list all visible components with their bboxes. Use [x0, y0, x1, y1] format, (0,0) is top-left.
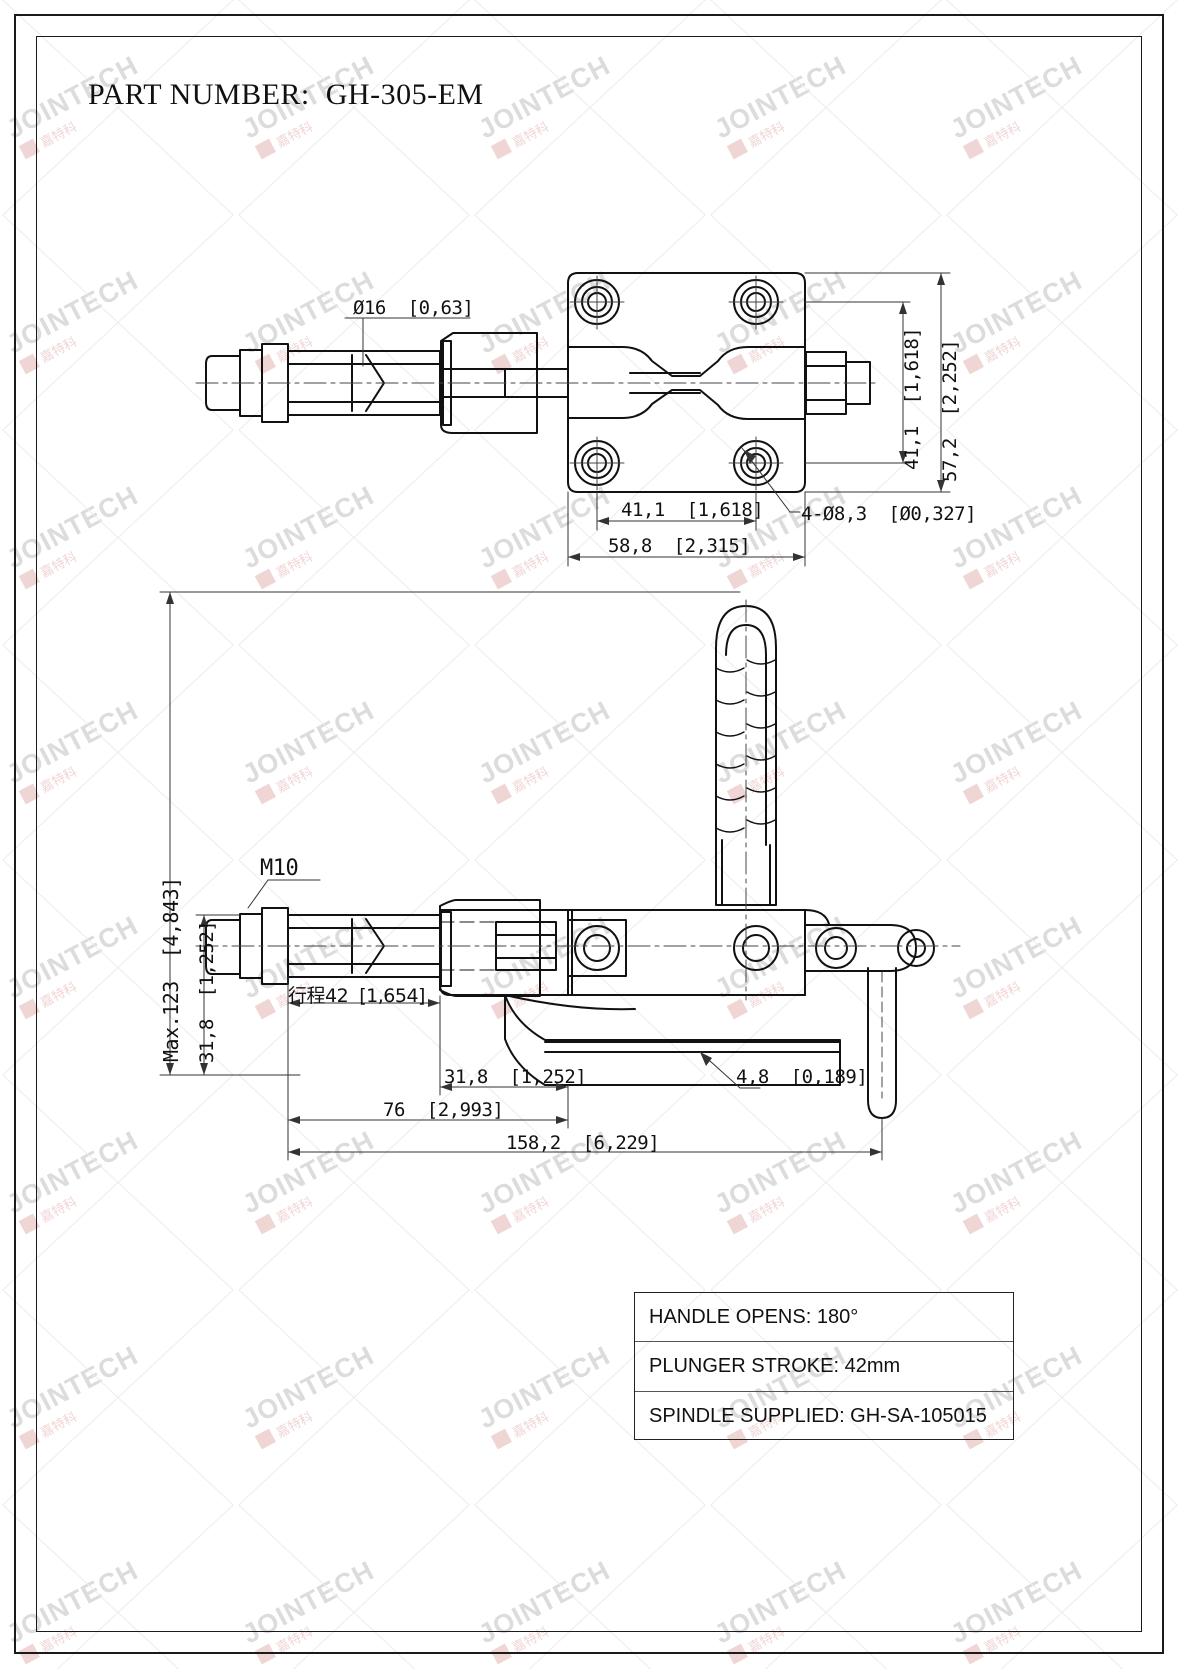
front-view-body — [439, 909, 841, 1086]
dim-base-height: 57,2 [2,252] — [939, 339, 961, 482]
front-view-dimension-arrows — [166, 592, 882, 1156]
note-plunger-stroke: PLUNGER STROKE: 42mm — [635, 1342, 1013, 1392]
top-view-right-arm — [804, 346, 871, 420]
dim-plunger-height: 31,8 [1,252] — [196, 920, 218, 1063]
front-view-axis-centreline — [195, 599, 961, 1001]
front-view-pivot-bosses — [567, 919, 935, 977]
front-view-handle — [715, 605, 777, 906]
dim-max-height: Max.123 [4,843] — [159, 877, 183, 1062]
dim-thread-callout: M10 — [260, 856, 299, 881]
dim-plunger-diameter: Ø16 [0,63] — [353, 297, 474, 319]
dim-base-thickness: 4,8 [0,189] — [736, 1066, 868, 1088]
dim-stroke: 行程42 [1,654] — [288, 985, 425, 1007]
dim-hole-callout: 4-Ø8,3 [Ø0,327] — [801, 503, 977, 525]
dim-base-offset: 31,8 [1,252] — [444, 1066, 587, 1088]
sheet-outer-border — [14, 14, 1164, 1654]
top-view-linkage — [567, 346, 806, 420]
top-view-dimension-arrows — [568, 273, 945, 561]
notes-table: HANDLE OPENS: 180° PLUNGER STROKE: 42mm … — [634, 1292, 1014, 1440]
note-handle-opens: HANDLE OPENS: 180° — [635, 1293, 1013, 1343]
dim-base-width: 58,8 [2,315] — [608, 535, 751, 557]
note-handle-opens-text: HANDLE OPENS: 180° — [649, 1305, 859, 1328]
sheet-inner-border — [36, 36, 1142, 1632]
dim-hole-spacing-height: 41,1 [1,618] — [901, 327, 923, 470]
top-view-base-plate — [567, 272, 806, 493]
front-view-dimension-lines — [159, 591, 883, 1161]
dim-hole-spacing-width: 41,1 [1,618] — [621, 499, 764, 521]
page-title: PART NUMBER: GH-305-EM — [88, 78, 484, 111]
top-view-hole-centrelines — [569, 275, 784, 491]
note-spindle-supplied: SPINDLE SUPPLIED: GH-SA-105015 — [635, 1392, 1013, 1441]
dim-overall-length: 158,2 [6,229] — [506, 1132, 660, 1154]
note-spindle-supplied-text: SPINDLE SUPPLIED: GH-SA-105015 — [649, 1404, 987, 1427]
dim-mid-length: 76 [2,993] — [383, 1099, 504, 1121]
note-plunger-stroke-text: PLUNGER STROKE: 42mm — [649, 1354, 901, 1377]
front-view-housing-collar — [439, 899, 541, 997]
top-view-dimension-lines — [344, 272, 951, 567]
